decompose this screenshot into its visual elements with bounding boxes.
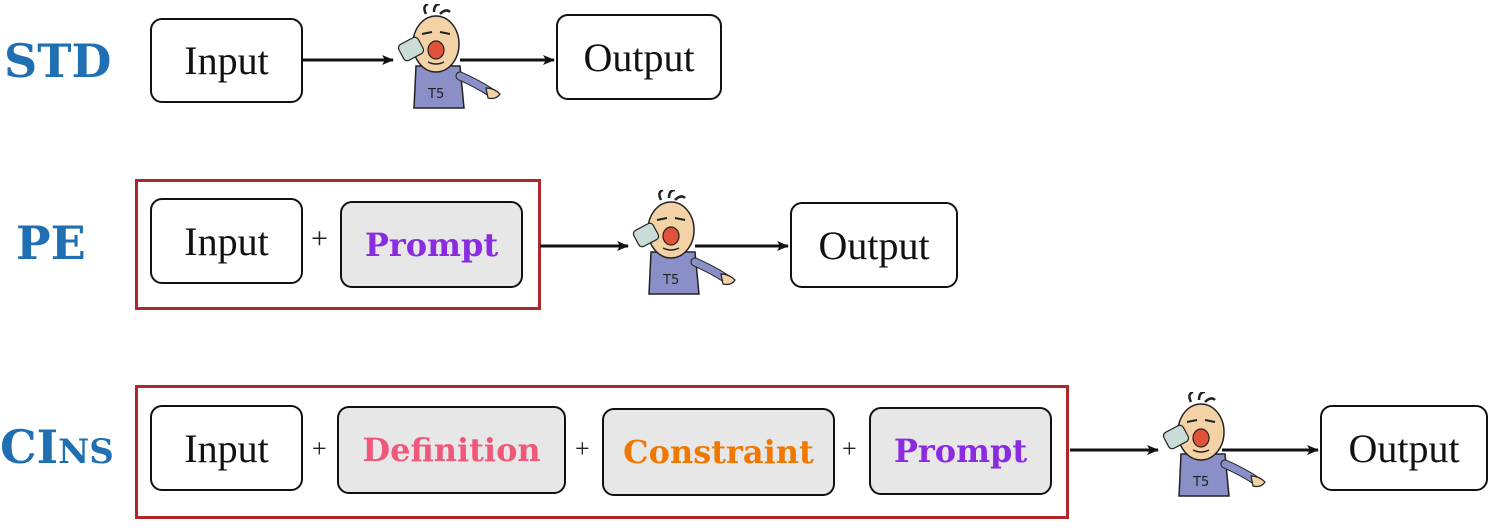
t5-character-icon: T5 — [397, 4, 501, 109]
pe-input-group — [135, 179, 541, 310]
svg-text:T5: T5 — [662, 273, 679, 288]
cins-prompt-box: Prompt — [869, 407, 1052, 495]
row-label-cins-small: NS — [58, 432, 114, 472]
row-label-cins: CINS — [0, 424, 114, 470]
svg-text:T5: T5 — [427, 87, 444, 102]
pe-prompt-box: Prompt — [340, 201, 523, 288]
row-label-cins-big: CI — [0, 420, 59, 474]
cins-constraint-box: Constraint — [602, 408, 835, 496]
cins-input-text: Input — [184, 425, 269, 471]
cins-input-group — [135, 385, 1069, 519]
pe-output-text: Output — [818, 222, 930, 268]
std-input-text: Input — [184, 38, 269, 83]
cins-definition-box: Definition — [337, 406, 566, 494]
cins-definition-text: Definition — [362, 431, 541, 469]
row-label-std: STD — [4, 34, 112, 88]
pe-input-box: Input — [150, 198, 303, 284]
std-input-box: Input — [150, 18, 303, 103]
t5-character-icon: T5 — [1162, 392, 1266, 497]
std-output-box: Output — [556, 14, 722, 100]
cins-output-text: Output — [1348, 425, 1460, 471]
cins-input-box: Input — [150, 405, 303, 491]
cins-output-box: Output — [1320, 405, 1488, 491]
std-output-text: Output — [583, 34, 695, 80]
svg-text:T5: T5 — [1192, 475, 1209, 490]
pe-output-box: Output — [790, 202, 958, 288]
cins-plus-sign-2: + — [575, 434, 590, 463]
cins-constraint-text: Constraint — [623, 433, 814, 471]
t5-character-body: T5 — [632, 190, 736, 295]
cins-plus-sign-3: + — [842, 434, 857, 463]
pe-input-text: Input — [184, 218, 269, 264]
cins-prompt-text: Prompt — [893, 432, 1028, 470]
row-label-pe: PE — [16, 216, 86, 270]
pe-prompt-text: Prompt — [364, 225, 499, 264]
t5-character-body: T5 — [397, 4, 501, 109]
pe-plus-sign: + — [311, 222, 328, 255]
cins-plus-sign-1: + — [312, 434, 327, 463]
t5-character-icon: T5 — [632, 190, 736, 295]
t5-character-body: T5 — [1162, 392, 1266, 497]
